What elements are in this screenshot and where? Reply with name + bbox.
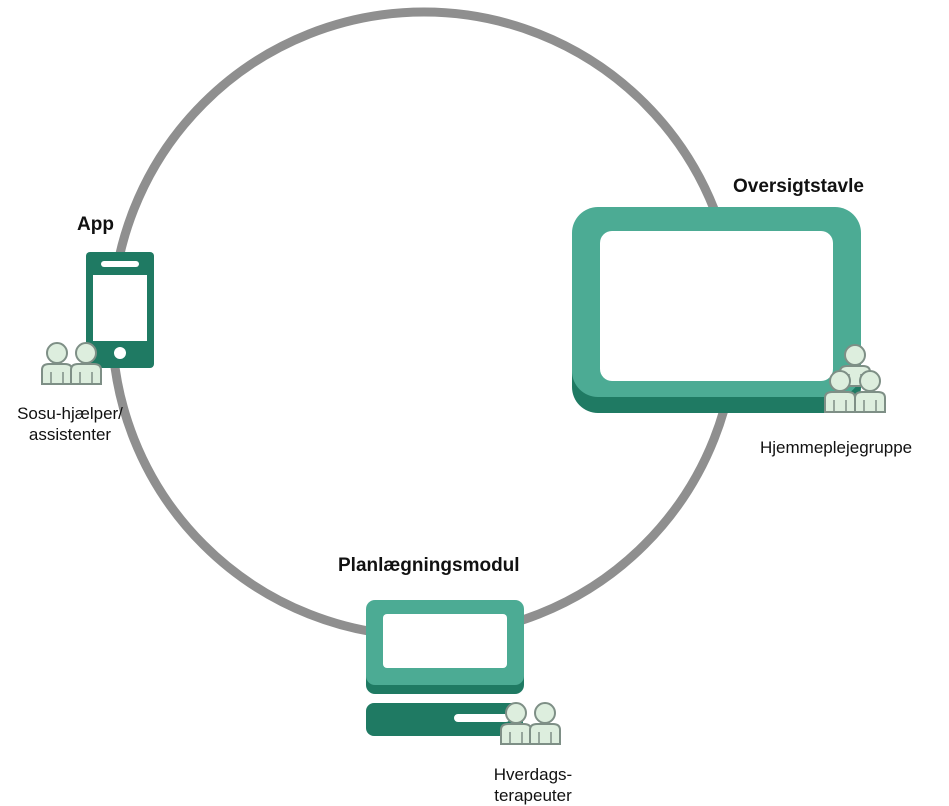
app-group-label-line1: Sosu-hjælper/ [17, 404, 123, 423]
planning-group-label-line1: Hverdags- [493, 765, 573, 784]
app-users-icon [41, 342, 102, 385]
board-group-label: Hjemmeplejegruppe [760, 438, 913, 457]
planning-group-label-line2: terapeuter [494, 786, 572, 805]
desktop-computer-icon [366, 600, 524, 736]
phone-icon [86, 252, 154, 368]
app-group-label-line2: assistenter [28, 425, 112, 444]
planning-group-label: Hverdags- terapeuter [468, 764, 598, 806]
app-group-label: Sosu-hjælper/ assistenter [0, 403, 140, 445]
planning-title: Planlægningsmodul [338, 555, 520, 576]
overview-board-icon [572, 207, 861, 413]
board-title: Oversigtstavle [733, 176, 864, 197]
planning-users-icon [500, 702, 561, 745]
app-title: App [77, 214, 114, 235]
